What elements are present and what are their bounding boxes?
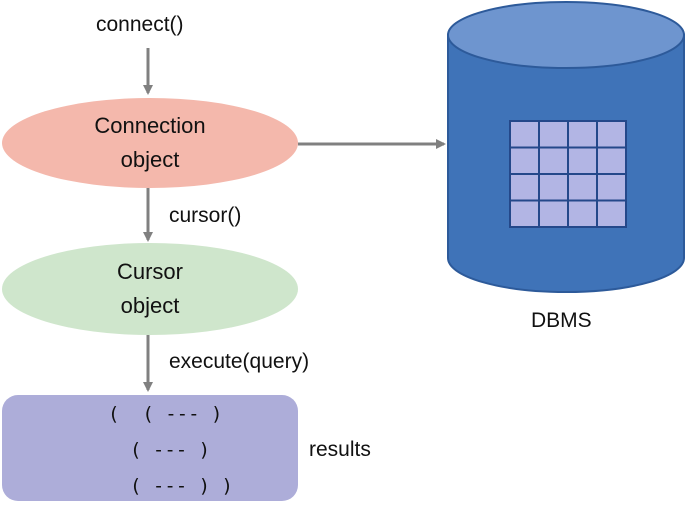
connection-object-line2: object	[120, 147, 180, 172]
dbms-label: DBMS	[531, 309, 592, 332]
cursor-object-line1: Cursor	[116, 259, 183, 284]
connection-object-node	[2, 98, 298, 188]
results-line-1: ( ( --- )	[108, 403, 223, 425]
cursor-call-label: cursor()	[169, 204, 242, 227]
results-line-3: ( --- ) )	[130, 475, 233, 497]
cursor-object-title: Cursor object	[40, 255, 260, 323]
connection-object-title: Connection object	[40, 109, 260, 177]
results-line-2: ( --- )	[130, 439, 211, 461]
cursor-object-line2: object	[120, 293, 180, 318]
results-label: results	[309, 438, 371, 461]
cursor-object-node	[2, 243, 298, 335]
connection-object-line1: Connection	[94, 113, 206, 138]
execute-call-label: execute(query)	[169, 350, 310, 373]
results-box	[2, 395, 298, 501]
table-grid-icon	[509, 120, 627, 228]
connect-call-label: connect()	[96, 13, 184, 36]
